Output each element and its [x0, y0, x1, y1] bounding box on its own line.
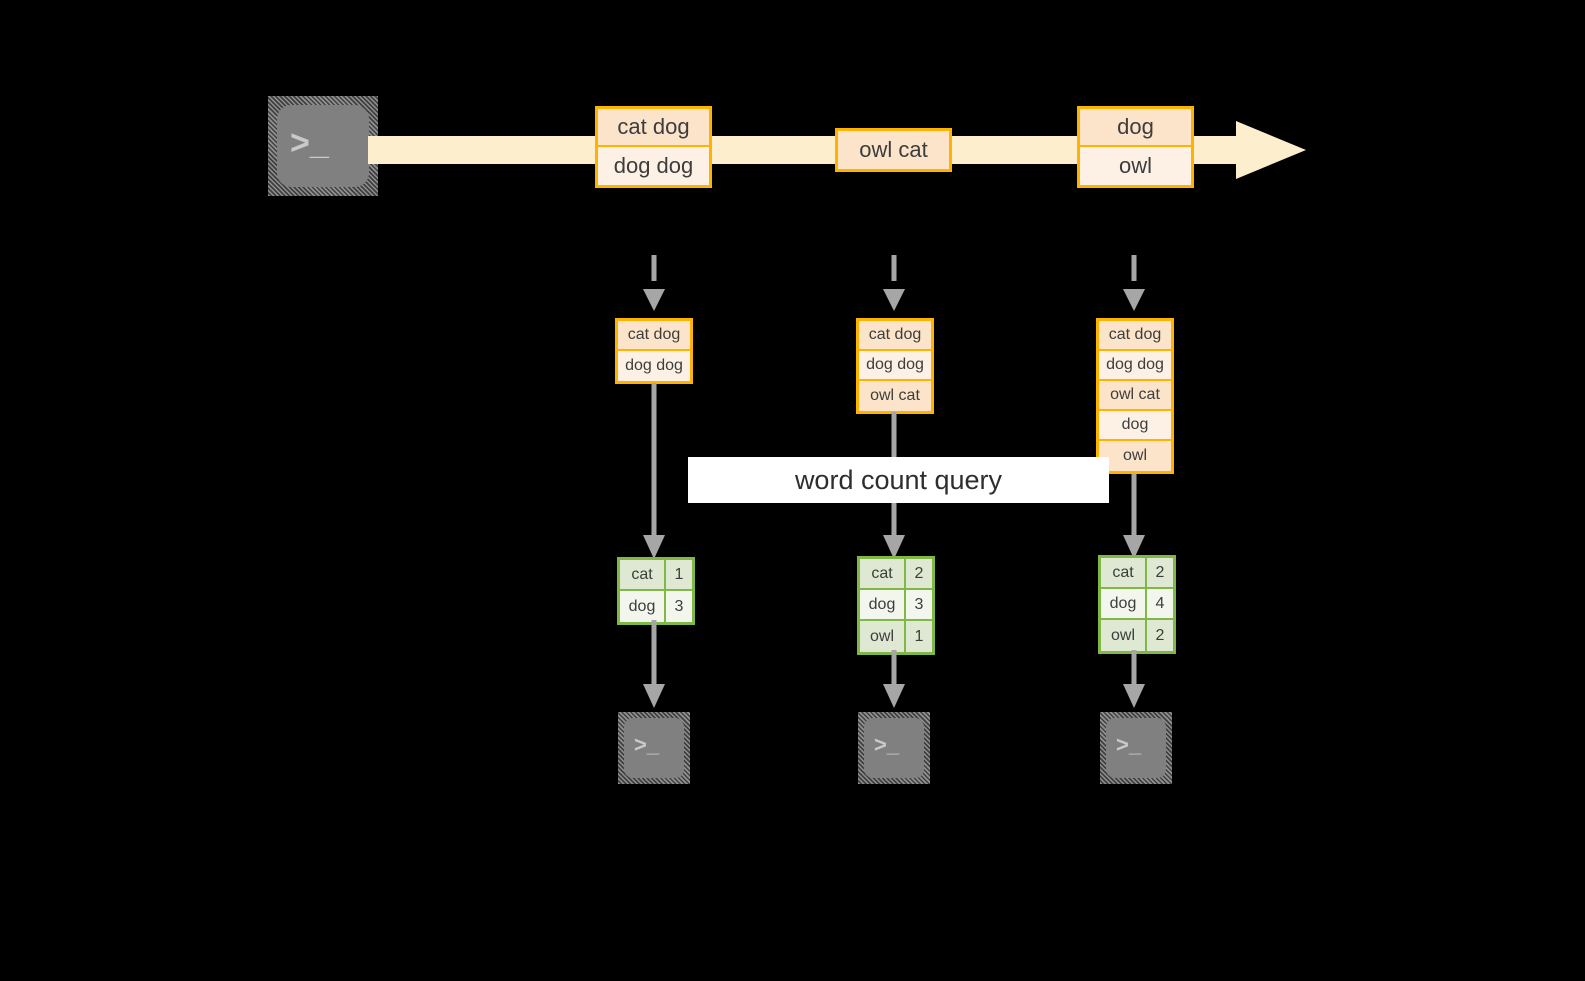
query-connector-1 — [643, 383, 665, 559]
source-terminal-icon: >_ — [268, 96, 378, 196]
query-connector-3 — [1123, 474, 1145, 559]
result-word: dog — [1101, 589, 1147, 618]
input-row: dog dog — [1099, 351, 1171, 381]
terminal-body — [277, 105, 369, 187]
result-count: 2 — [1147, 558, 1173, 587]
terminal-prompt-glyph: >_ — [1116, 732, 1142, 757]
result-table-2: cat 2 dog 3 owl 1 — [857, 556, 935, 655]
input-row: cat dog — [859, 321, 931, 351]
terminal-prompt-glyph: >_ — [634, 732, 660, 757]
sink-connector-2 — [883, 650, 905, 708]
result-row: dog 3 — [620, 591, 692, 622]
terminal-body — [1106, 718, 1166, 778]
input-table-2: cat dog dog dog owl cat — [856, 318, 934, 414]
result-word: dog — [620, 591, 666, 622]
dashed-trigger-arrow-3 — [1123, 255, 1145, 311]
input-row: owl cat — [859, 381, 931, 411]
stream-batch-3: dog owl — [1077, 106, 1194, 188]
result-row: dog 4 — [1101, 589, 1173, 620]
input-row: cat dog — [618, 321, 690, 351]
sink-connector-1 — [643, 620, 665, 708]
result-count: 1 — [666, 560, 692, 589]
result-count: 2 — [906, 559, 932, 588]
sink-connector-3 — [1123, 650, 1145, 708]
result-row: cat 2 — [1101, 558, 1173, 589]
query-label: word count query — [688, 457, 1109, 503]
result-row: dog 3 — [860, 590, 932, 621]
result-row: cat 1 — [620, 560, 692, 591]
result-count: 3 — [906, 590, 932, 619]
result-word: cat — [860, 559, 906, 588]
result-count: 4 — [1147, 589, 1173, 618]
input-row: cat dog — [1099, 321, 1171, 351]
terminal-body — [624, 718, 684, 778]
terminal-prompt-glyph: >_ — [874, 732, 900, 757]
record-box: dog — [1080, 109, 1191, 147]
input-table-3: cat dog dog dog owl cat dog owl — [1096, 318, 1174, 474]
result-table-3: cat 2 dog 4 owl 2 — [1098, 555, 1176, 654]
result-table-1: cat 1 dog 3 — [617, 557, 695, 625]
input-row: owl — [1099, 441, 1171, 471]
result-row: owl 1 — [860, 621, 932, 652]
input-table-1: cat dog dog dog — [615, 318, 693, 384]
dashed-trigger-arrow-2 — [883, 255, 905, 311]
sink-terminal-icon-1: >_ — [618, 712, 690, 784]
input-row: owl cat — [1099, 381, 1171, 411]
result-word: cat — [620, 560, 666, 589]
stream-batch-1: cat dog dog dog — [595, 106, 712, 188]
stream-batch-2: owl cat — [835, 128, 952, 172]
input-row: dog dog — [618, 351, 690, 381]
result-row: cat 2 — [860, 559, 932, 590]
result-word: owl — [860, 621, 906, 652]
terminal-body — [864, 718, 924, 778]
result-count: 2 — [1147, 620, 1173, 651]
result-word: dog — [860, 590, 906, 619]
input-row: dog dog — [859, 351, 931, 381]
record-box: cat dog — [598, 109, 709, 147]
record-box: dog dog — [598, 147, 709, 185]
result-word: cat — [1101, 558, 1147, 587]
record-box: owl cat — [838, 131, 949, 169]
sink-terminal-icon-3: >_ — [1100, 712, 1172, 784]
result-count: 1 — [906, 621, 932, 652]
sink-terminal-icon-2: >_ — [858, 712, 930, 784]
result-word: owl — [1101, 620, 1147, 651]
terminal-prompt-glyph: >_ — [290, 124, 329, 162]
result-count: 3 — [666, 591, 692, 622]
dashed-trigger-arrow-1 — [643, 255, 665, 311]
input-row: dog — [1099, 411, 1171, 441]
record-box: owl — [1080, 147, 1191, 185]
result-row: owl 2 — [1101, 620, 1173, 651]
